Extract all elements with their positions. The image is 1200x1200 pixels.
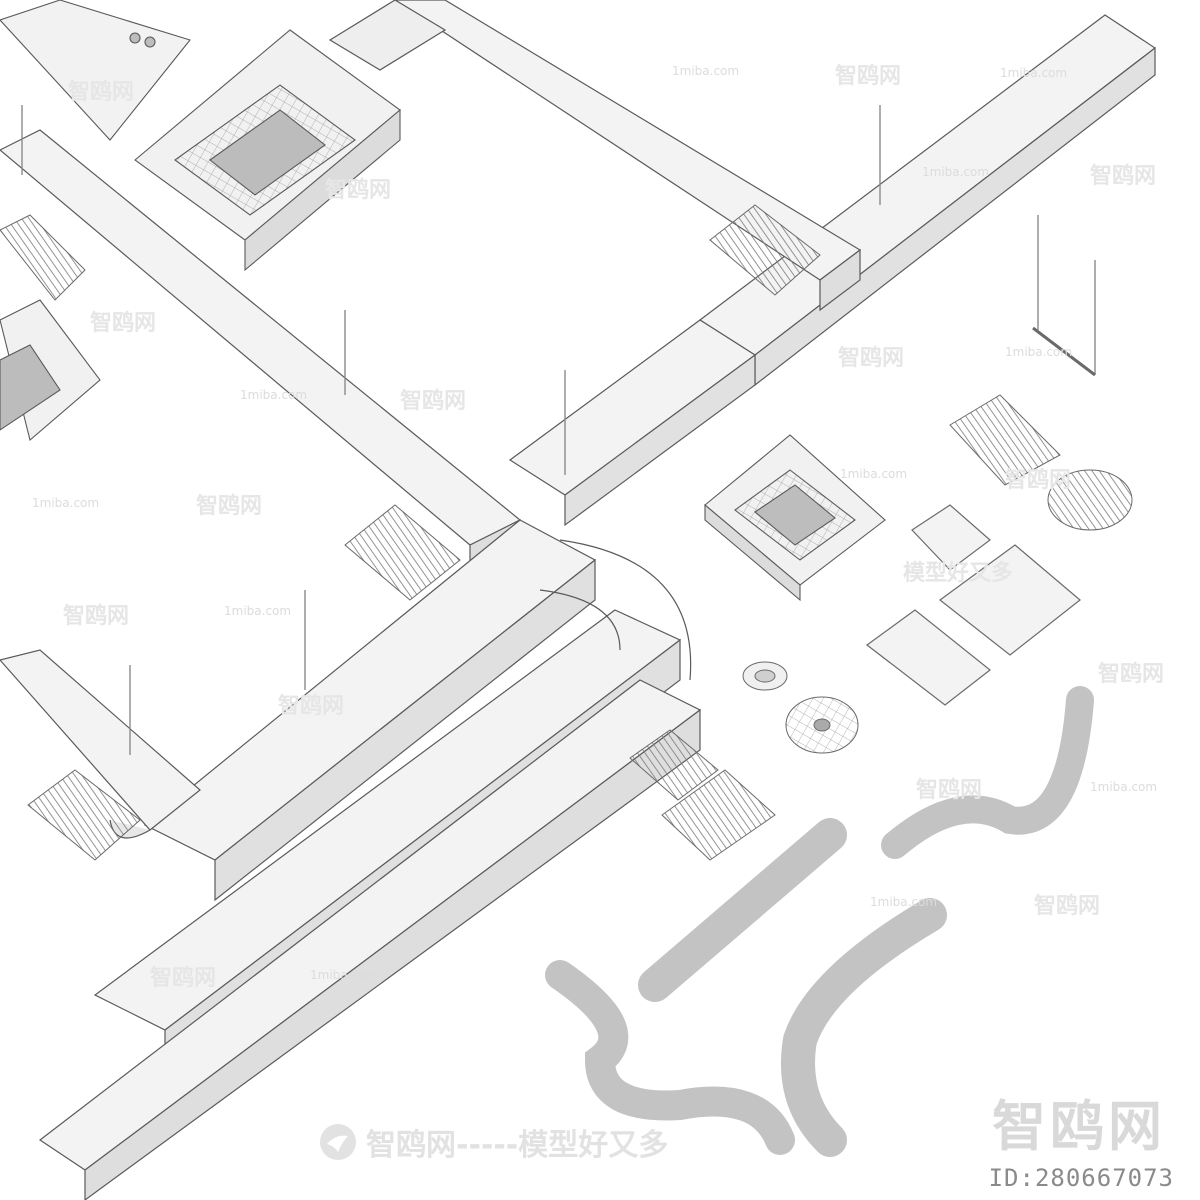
round-diffusers-small bbox=[742, 661, 859, 754]
flexible-duct-wave bbox=[545, 960, 795, 1155]
flexible-duct-straight bbox=[638, 818, 847, 1002]
square-grilles-lower bbox=[629, 729, 776, 861]
square-grille-1 bbox=[949, 394, 1061, 486]
upper-loop-duct bbox=[328, 0, 862, 312]
lower-parallel-ducts bbox=[38, 519, 702, 1200]
duct-grilles bbox=[0, 204, 821, 861]
cassette-unit-top bbox=[134, 29, 401, 272]
model-id-label: ID:280667073 bbox=[988, 1164, 1174, 1192]
flexible-duct-bend bbox=[781, 898, 947, 1157]
hanger-bar bbox=[1032, 326, 1096, 377]
round-diffuser-large bbox=[1047, 469, 1133, 531]
duct-box-top-left bbox=[0, 0, 191, 141]
square-panels bbox=[865, 504, 1081, 706]
hanger-rods bbox=[21, 105, 1096, 755]
flexible-duct-s bbox=[881, 686, 1094, 859]
cassette-unit-left bbox=[0, 299, 101, 441]
cassette-unit-loose bbox=[704, 434, 886, 602]
